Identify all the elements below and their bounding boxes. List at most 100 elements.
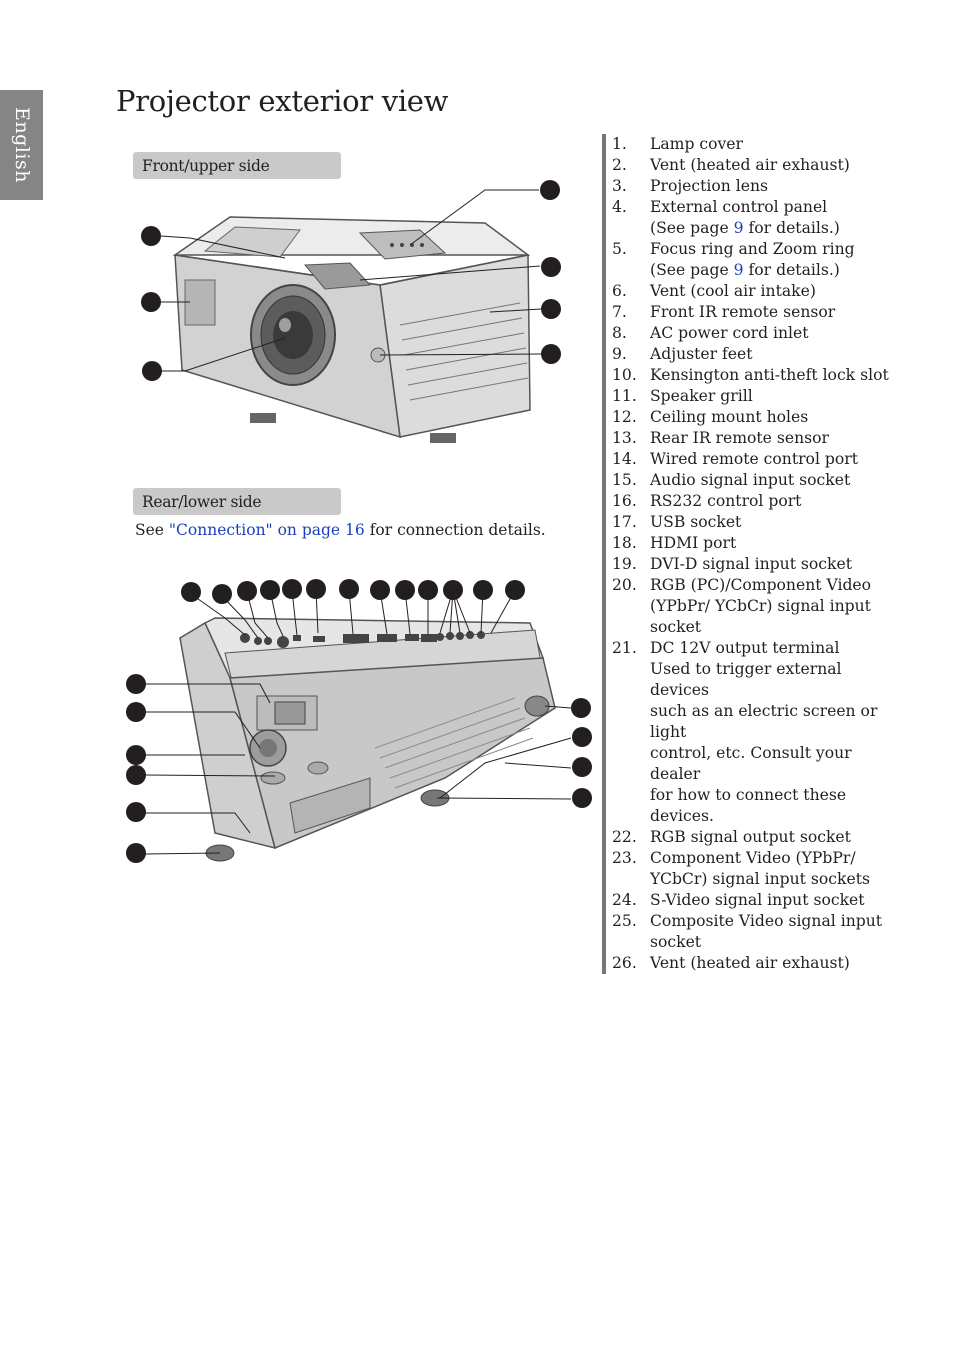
list-item-number: 19. [612, 555, 637, 573]
list-item-number: 23. [612, 849, 637, 867]
list-item-number: 6. [612, 282, 627, 300]
list-item: 20.RGB (PC)/Component Video [612, 575, 902, 596]
see-page-prefix: (See page [650, 219, 734, 237]
list-item: 9.Adjuster feet [612, 344, 902, 365]
list-item: 19. DVI-D signal input socket [612, 554, 902, 575]
list-item-number: 17. [612, 513, 637, 531]
list-item-number: 5. [612, 240, 627, 258]
list-item-number [612, 869, 650, 890]
section-heading-rear: Rear/lower side [133, 488, 341, 515]
front-projector-illustration [141, 180, 561, 443]
list-item-number [612, 596, 650, 617]
page-link[interactable]: 9 [733, 261, 744, 279]
list-item-text: USB socket [650, 513, 742, 531]
list-item: 3.Projection lens [612, 176, 902, 197]
see-page-prefix: (See page [650, 261, 734, 279]
list-item: 10.Kensington anti-theft lock slot [612, 365, 902, 386]
see-page-suffix: for details.) [743, 261, 840, 279]
list-item: 15. Audio signal input socket [612, 470, 902, 491]
page-link[interactable]: 9 [733, 219, 744, 237]
page-title: Projector exterior view [116, 84, 449, 118]
list-item: for how to connect these devices. [612, 785, 902, 827]
list-item-text: Composite Video signal input [650, 912, 883, 930]
list-item: 16.RS232 control port [612, 491, 902, 512]
list-item-text: Front IR remote sensor [650, 303, 836, 321]
list-item-number [612, 932, 650, 953]
list-item-text: Focus ring and Zoom ring [650, 240, 855, 258]
list-item: 4. External control panel [612, 197, 902, 218]
list-item-number [612, 743, 650, 785]
list-item-text: such as an electric screen or light [650, 702, 878, 741]
list-item-number: 4. [612, 198, 627, 216]
list-item-text: DC 12V output terminal [650, 639, 840, 657]
list-item-text: DVI-D signal input socket [650, 555, 852, 573]
list-item-text: for how to connect these devices. [650, 786, 847, 825]
list-item-text: Rear IR remote sensor [650, 429, 829, 447]
list-item: 22. RGB signal output socket [612, 827, 902, 848]
list-item-text: socket [650, 618, 702, 636]
list-item: 24.S-Video signal input socket [612, 890, 902, 911]
list-item-text: Audio signal input socket [650, 471, 851, 489]
list-item-number: 15. [612, 471, 637, 489]
list-item: 25. Composite Video signal input [612, 911, 902, 932]
list-item-number-spacer [612, 260, 650, 281]
connection-link[interactable]: "Connection" on page 16 [168, 521, 365, 539]
list-item: 1.Lamp cover [612, 134, 902, 155]
list-item-number: 1. [612, 135, 627, 153]
list-item: control, etc. Consult your dealer [612, 743, 902, 785]
section-heading-front: Front/upper side [133, 152, 341, 179]
list-item-text: Ceiling mount holes [650, 408, 809, 426]
list-item: 8.AC power cord inlet [612, 323, 902, 344]
list-item-text: Vent (heated air exhaust) [650, 156, 850, 174]
list-item-see-page: (See page 9 for details.) [612, 218, 902, 239]
list-item-number: 25. [612, 912, 637, 930]
list-item-text: HDMI port [650, 534, 737, 552]
list-item-text: YCbCr) signal input sockets [650, 870, 870, 888]
list-item-text: Speaker grill [650, 387, 753, 405]
list-item-text: AC power cord inlet [650, 324, 809, 342]
list-item-text: External control panel [650, 198, 828, 216]
list-item-text: control, etc. Consult your dealer [650, 744, 852, 783]
list-item-text: (YPbPr/ YCbCr) signal input [650, 597, 871, 615]
list-item-number: 3. [612, 177, 627, 195]
list-item: 18.HDMI port [612, 533, 902, 554]
list-item-number: 21. [612, 639, 637, 657]
list-item-text: Adjuster feet [650, 345, 753, 363]
list-item-see-page: (See page 9 for details.) [612, 260, 902, 281]
language-tab: English [0, 90, 43, 200]
rear-projector-illustration [126, 579, 592, 863]
list-item-number [612, 785, 650, 827]
list-item-text: (See page 9 for details.) [650, 260, 902, 281]
list-item-number: 16. [612, 492, 637, 510]
list-item: 17. USB socket [612, 512, 902, 533]
list-item-text: (See page 9 for details.) [650, 218, 902, 239]
list-item-number [612, 701, 650, 743]
language-tab-label: English [10, 107, 33, 183]
list-item-text: RGB (PC)/Component Video [650, 576, 872, 594]
list-item-number: 22. [612, 828, 637, 846]
list-item-number: 2. [612, 156, 627, 174]
list-item: socket [612, 932, 902, 953]
list-item-text: Vent (heated air exhaust) [650, 954, 850, 972]
list-item: 13.Rear IR remote sensor [612, 428, 902, 449]
list-item-number [612, 617, 650, 638]
list-item: Used to trigger external devices [612, 659, 902, 701]
connection-note-suffix: for connection details. [364, 521, 546, 539]
list-item: such as an electric screen or light [612, 701, 902, 743]
list-item: 12.Ceiling mount holes [612, 407, 902, 428]
list-item-number: 24. [612, 891, 637, 909]
list-item-text: RGB signal output socket [650, 828, 851, 846]
list-item-text: Component Video (YPbPr/ [650, 849, 856, 867]
connection-note-prefix: See [135, 521, 169, 539]
list-item-number: 14. [612, 450, 637, 468]
list-item-number: 26. [612, 954, 637, 972]
list-item: socket [612, 617, 902, 638]
list-item-text: Vent (cool air intake) [650, 282, 816, 300]
list-item: YCbCr) signal input sockets [612, 869, 902, 890]
list-item: (YPbPr/ YCbCr) signal input [612, 596, 902, 617]
list-item-text: Wired remote control port [650, 450, 858, 468]
list-item: 6. Vent (cool air intake) [612, 281, 902, 302]
list-item-number: 10. [612, 366, 637, 384]
list-item: 11.Speaker grill [612, 386, 902, 407]
